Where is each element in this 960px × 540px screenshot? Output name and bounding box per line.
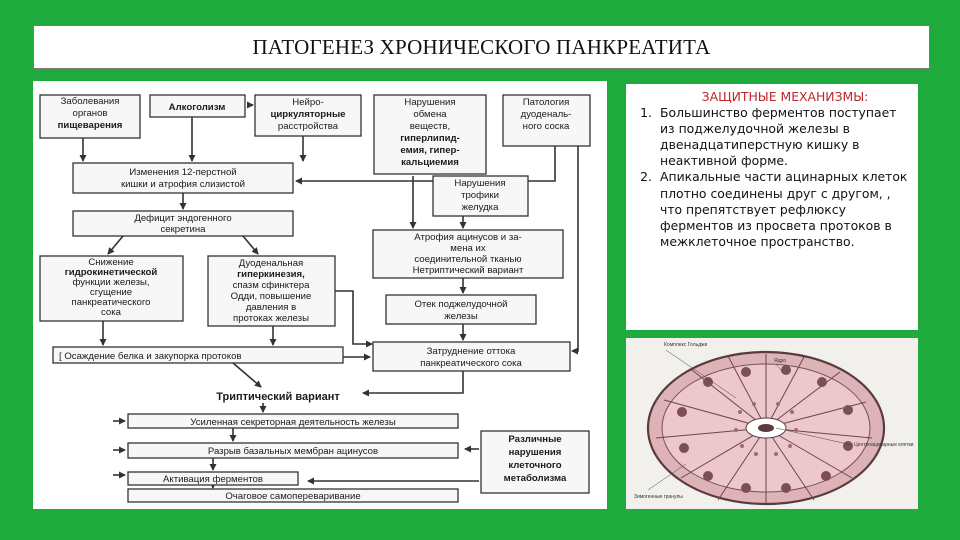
box-label-line: протоках железы <box>233 313 309 324</box>
box-label-line: Алкоголизм <box>169 102 226 113</box>
figure-label: Комплекс Гольджи <box>664 342 707 348</box>
box-label-line: емия, гипер- <box>400 145 459 156</box>
arrow <box>572 146 578 351</box>
box-label-line: Изменения 12-перстной <box>129 167 236 178</box>
acinus-illustration: Комплекс Гольджи Ядро Центроацинарные кл… <box>626 338 918 509</box>
arrow <box>363 371 463 393</box>
box-label-line: клеточного <box>508 460 561 471</box>
arrow <box>335 291 372 344</box>
box-label-line: Одди, повышение <box>231 291 312 302</box>
box-label-line: Атрофия ацинусов и за- <box>414 232 522 243</box>
box-label-line: спазм сфинктера <box>233 280 310 291</box>
box-label-line: Дефицит эндогенного <box>134 213 231 224</box>
box-label-line: ного соска <box>523 121 570 132</box>
box-label-line: кальциемия <box>401 157 459 168</box>
pathogenesis-scheme: Заболевания органов пищеварения Алкоголи… <box>33 81 607 509</box>
box-label-line: трофики <box>461 190 499 201</box>
box-label-line: Триптический вариант <box>216 391 340 403</box>
box-label-line: Нетриптический вариант <box>413 265 524 276</box>
box-label-line: веществ, <box>410 121 450 132</box>
box-label-line: Разрыв базальных мембран ацинусов <box>208 446 378 457</box>
arrow <box>108 236 123 254</box>
list-item: 1. Большинство ферментов поступает из по… <box>630 105 914 169</box>
box-label-line: Различные <box>508 434 561 445</box>
box-label-line: Заболевания <box>61 96 120 107</box>
box-label-line: Дуоденальная <box>239 258 304 269</box>
box-label-line: [ Осаждение белка и закупорка протоков <box>59 351 242 362</box>
box-label-line: сока <box>101 307 122 318</box>
list-item-text: Большинство ферментов поступает из подже… <box>660 105 914 169</box>
box-label-line: давления в <box>246 302 296 313</box>
box-label-line: гиперлипид- <box>400 133 460 144</box>
box-label-line: Нейро- <box>292 97 324 108</box>
box-label-line: пищеварения <box>58 120 123 131</box>
box-label-line: секретина <box>160 224 206 235</box>
box-label-line: циркуляторные <box>271 109 346 120</box>
figure-label: Зимогенные гранулы <box>634 494 683 500</box>
box-label-line: Патология <box>523 97 570 108</box>
list-item-number: 2. <box>630 169 660 249</box>
box-label-line: Активация ферментов <box>163 474 263 485</box>
box-label-line: железы <box>444 311 478 322</box>
box-label-line: органов <box>72 108 107 119</box>
box-label-line: соединительной тканью <box>414 254 521 265</box>
list-item-text: Апикальные части ацинарных клеток плотно… <box>660 169 914 249</box>
box-label-line: обмена <box>413 109 447 120</box>
box-label-line: гиперкинезия, <box>237 269 305 280</box>
box-label-line: Очаговое самопереваривание <box>225 491 360 502</box>
box-label-line: Нарушения <box>454 178 505 189</box>
mechanisms-list: 1. Большинство ферментов поступает из по… <box>630 105 914 250</box>
box-label-line: Отек поджелудочной <box>414 299 507 310</box>
arrow <box>233 363 261 387</box>
figure-label: Центроацинарные клетки <box>854 442 914 448</box>
box-label-line: расстройства <box>278 121 339 132</box>
box-label-line: кишки и атрофия слизистой <box>121 179 245 190</box>
box-label-line: дуоденаль- <box>521 109 572 120</box>
figure-label: Ядро <box>774 358 786 364</box>
list-item: 2. Апикальные части ацинарных клеток пло… <box>630 169 914 249</box>
slide-title: ПАТОГЕНЕЗ ХРОНИЧЕСКОГО ПАНКРЕАТИТА <box>252 35 710 60</box>
box-label-line: мена их <box>450 243 486 254</box>
centroacinar-cells <box>758 424 774 432</box>
box-label-line: панкреатического сока <box>420 358 522 369</box>
defense-mechanisms-panel: ЗАЩИТНЫЕ МЕХАНИЗМЫ: 1. Большинство ферме… <box>626 84 918 330</box>
box-label-line: Нарушения <box>404 97 455 108</box>
box-label-line: Усиленная секреторная деятельность желез… <box>190 417 396 428</box>
box-label-line: нарушения <box>509 447 562 458</box>
box-label-line: Затруднение оттока <box>427 346 516 357</box>
arrow <box>243 236 258 254</box>
box-label-line: метаболизма <box>504 473 567 484</box>
mechanisms-heading: ЗАЩИТНЫЕ МЕХАНИЗМЫ: <box>630 89 914 105</box>
title-bar: ПАТОГЕНЕЗ ХРОНИЧЕСКОГО ПАНКРЕАТИТА <box>33 25 930 69</box>
box-label-line: желудка <box>462 202 500 213</box>
list-item-number: 1. <box>630 105 660 169</box>
